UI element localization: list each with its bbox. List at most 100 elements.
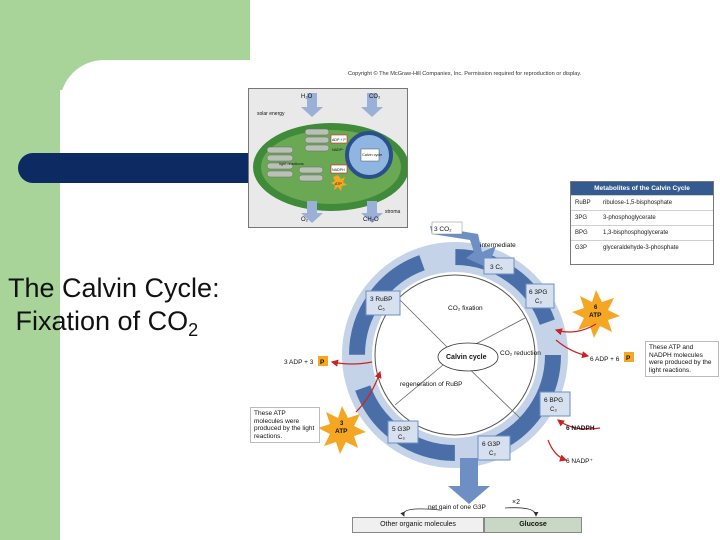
chloroplast-illustration: H₂O CO₂ solar energy ADP + P NADP⁺ Calvi…: [253, 93, 409, 223]
label-p-right: P: [626, 355, 631, 362]
adp3-arrow: [330, 359, 373, 367]
adp6-arrow: [555, 339, 590, 359]
label-solar: solar energy: [257, 111, 285, 117]
metabolite-row: RuBP ribulose-1,5-bisphosphate: [571, 195, 713, 210]
grana-stack: [266, 128, 330, 182]
co2-inlet-arrow: [430, 226, 496, 268]
label-3pg: 6 3PG: [529, 289, 547, 296]
title-line-2: Fixation of CO2: [8, 305, 220, 347]
label-nadph: NADPH: [332, 168, 345, 172]
slide-title: The Calvin Cycle: Fixation of CO2: [8, 272, 220, 347]
mini-atp-star: [331, 175, 347, 191]
label-atp: ATP: [335, 182, 342, 186]
label-intermediate: intermediate: [480, 242, 516, 249]
label-h2o: H₂O: [301, 94, 313, 100]
co2-arrow: [361, 93, 383, 117]
other-organic-molecules: Other organic molecules: [352, 517, 484, 533]
label-co2-fixation: CO₂ fixation: [448, 305, 483, 312]
label-nadp6: 6 NADP⁺: [566, 458, 593, 465]
nadph6-arrow: [557, 419, 601, 430]
atp6-star: [572, 290, 620, 338]
atp3-arrow: [355, 370, 382, 413]
co2-in-box: [431, 221, 463, 235]
metabolites-table: Metabolites of the Calvin Cycle RuBP ribu…: [570, 181, 714, 265]
label-co2: CO₂: [369, 94, 381, 100]
label-ch2o: CH₂O: [363, 217, 379, 223]
label-adp3: 3 ADP + 3: [284, 359, 314, 366]
label-g3p5: 5 G3P: [392, 426, 410, 433]
title-line-1: The Calvin Cycle:: [8, 273, 220, 303]
metabolite-name: glyceraldehyde-3-phosphate: [603, 245, 679, 251]
label-light: light reactions: [279, 161, 304, 166]
metabolite-abbr: G3P: [575, 245, 588, 251]
spoke: [399, 299, 456, 356]
3pg-box: [525, 283, 555, 309]
glucose-arrow: [504, 507, 539, 517]
label-p-left: P: [320, 359, 325, 366]
label-rubp: 3 RuBP: [370, 296, 392, 303]
label-rubp-carbon: C₅: [378, 306, 385, 312]
c6-box: [483, 257, 515, 275]
label-c6: 3 C₆: [490, 264, 503, 271]
g3p5-box: [387, 420, 419, 444]
metabolite-abbr: 3PG: [575, 215, 588, 221]
metabolite-abbr: RuBP: [575, 200, 591, 206]
metabolites-heading: Metabolites of the Calvin Cycle: [571, 182, 713, 195]
copyright-notice: Copyright © The McGraw-Hill Companies, I…: [348, 71, 582, 77]
label-g3p6-carbon: C₃: [489, 451, 496, 457]
label-co2-in: 3 CO₂: [434, 226, 452, 233]
other-arrow: [400, 508, 441, 517]
label-adp6: 6 ADP + 6: [590, 356, 620, 363]
metabolite-name: 1,3-bisphosphoglycerate: [603, 230, 669, 236]
p-box-left: [318, 356, 328, 366]
left-accent-strip: [0, 0, 60, 540]
label-times2: ×2: [512, 499, 520, 506]
title-bar: [18, 153, 250, 183]
g3p-exit-arrow: [448, 458, 490, 504]
p-box-right: [624, 352, 634, 362]
note-light-reactions-left: These ATP molecules were produced by the…: [250, 407, 320, 443]
label-3pg-carbon: C₃: [535, 299, 542, 305]
label-o2: O₂: [301, 217, 309, 223]
label-adp: ADP + P: [332, 138, 346, 142]
calvin-center-label: [437, 342, 499, 372]
title-fixation: Fixation of CO: [15, 306, 189, 336]
nadph-box: [330, 164, 348, 174]
atp3-star: [318, 406, 366, 454]
label-co2-reduction: CO₂ reduction: [500, 350, 541, 357]
label-atp3-num: 3: [340, 421, 344, 427]
label-g3p6: 6 G3P: [482, 441, 500, 448]
label-net-gain: net gain of one G3P: [428, 504, 486, 511]
g3p6-box: [477, 435, 511, 461]
nadp6-arrow: [547, 439, 568, 462]
label-bpg-carbon: C₃: [550, 407, 557, 413]
glucose-box: Glucose: [484, 517, 582, 533]
label-nadp: NADP⁺: [332, 148, 344, 152]
metabolite-name: ribulose-1,5-bisphosphate: [603, 200, 673, 206]
bpg-box: [539, 391, 571, 417]
ch2o-arrow: [361, 201, 383, 223]
h2o-arrow: [301, 93, 323, 117]
label-g3p5-carbon: C₃: [398, 435, 405, 441]
label-atp6: ATP: [589, 312, 602, 319]
note-light-reactions-right: These ATP and NADPH molecules were produ…: [645, 341, 719, 377]
o2-arrow: [301, 201, 323, 223]
label-atp6-num: 6: [594, 305, 598, 311]
label-mini-calvin: Calvin cycle: [362, 153, 382, 157]
rubp-box: [365, 290, 401, 316]
label-atp3: ATP: [335, 428, 348, 435]
adp-box: [330, 134, 348, 144]
metabolite-row: BPG 1,3-bisphosphoglycerate: [571, 225, 713, 240]
metabolite-abbr: BPG: [575, 230, 588, 236]
label-stroma: stroma: [385, 209, 401, 215]
atp6-arrow: [554, 323, 597, 336]
label-regeneration: regeneration of RuBP: [400, 381, 463, 388]
label-calvin-cycle: Calvin cycle: [446, 354, 487, 361]
metabolite-row: G3P glyceraldehyde-3-phosphate: [571, 240, 713, 255]
mini-calvin-label-box: [360, 148, 380, 162]
title-subscript: 2: [188, 320, 199, 340]
label-bpg: 6 BPG: [544, 397, 563, 404]
label-nadph6: 6 NADPH: [566, 425, 595, 432]
cycle-ring: [349, 249, 561, 461]
